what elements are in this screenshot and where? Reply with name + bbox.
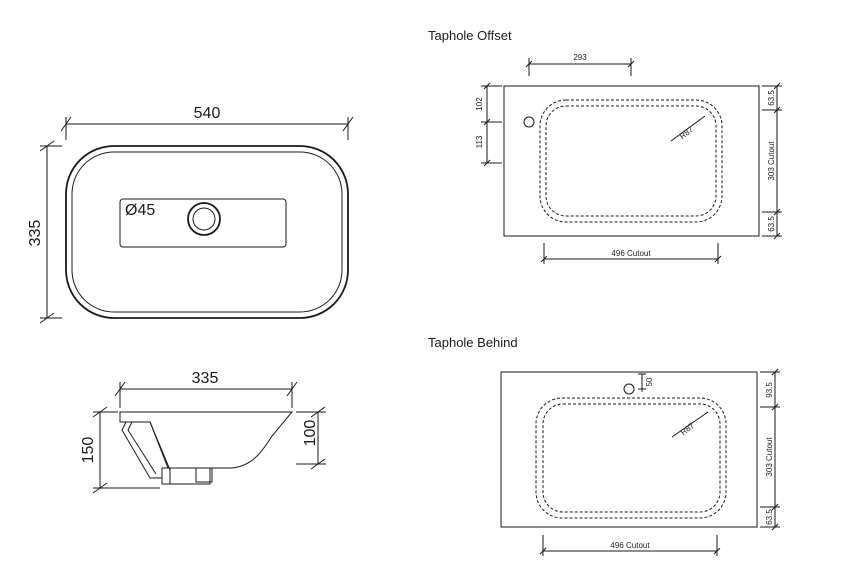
taphole-behind-view: Taphole Behind 50 R87 93.5 303 Cutout 63… [428, 335, 780, 556]
behind-radius-label: R87 [679, 421, 697, 437]
width-dimension-label: 540 [194, 105, 221, 122]
cutout-outline-outer [535, 397, 727, 519]
behind-margin-bottom-label: 63.5 [765, 509, 774, 525]
basin-outline-outer [65, 145, 349, 319]
cutout-outline-inner [542, 403, 721, 513]
taphole-offset-view: Taphole Offset R87 293 102 113 6 [428, 28, 782, 264]
taphole-offset-title: Taphole Offset [428, 28, 512, 43]
taphole-inner [192, 207, 216, 231]
basin-profile [119, 411, 294, 469]
cutout-outline-inner [545, 105, 717, 217]
height-dimension-label: 335 [27, 220, 44, 247]
offset-radius-label: R87 [678, 125, 696, 141]
behind-taphole [623, 383, 635, 395]
side-depth-label: 335 [192, 370, 219, 387]
countertop-outline [503, 85, 760, 237]
offset-margin-top-label: 63.5 [767, 90, 776, 106]
side-height-label: 150 [80, 437, 97, 464]
offset-tap-label: 113 [475, 135, 484, 148]
offset-distance-label: 293 [573, 53, 587, 62]
waste-outlet [161, 467, 211, 485]
offset-top-label: 102 [475, 97, 484, 111]
basin-outline-inner [71, 151, 343, 313]
behind-cutout-height-label: 303 Cutout [765, 437, 774, 477]
offset-cutout-width-label: 496 Cutout [611, 249, 651, 258]
side-view: 335 150 100 [80, 370, 326, 494]
cutout-outline-outer [539, 99, 723, 223]
top-view: Ø45 540 335 [27, 105, 354, 324]
behind-cutout-width-label: 496 Cutout [610, 541, 650, 550]
behind-margin-top-label: 93.5 [765, 382, 774, 398]
offset-cutout-height-label: 303 Cutout [767, 141, 776, 181]
behind-tap-label: 50 [645, 377, 654, 386]
taphole-outer [187, 202, 221, 236]
offset-taphole [523, 116, 535, 128]
offset-margin-bottom-label: 63.5 [767, 216, 776, 232]
side-bowl-height-label: 100 [302, 420, 319, 447]
countertop-outline [500, 371, 758, 528]
taphole-diameter-label: Ø45 [125, 202, 155, 219]
tap-deck [119, 198, 287, 248]
taphole-behind-title: Taphole Behind [428, 335, 518, 350]
